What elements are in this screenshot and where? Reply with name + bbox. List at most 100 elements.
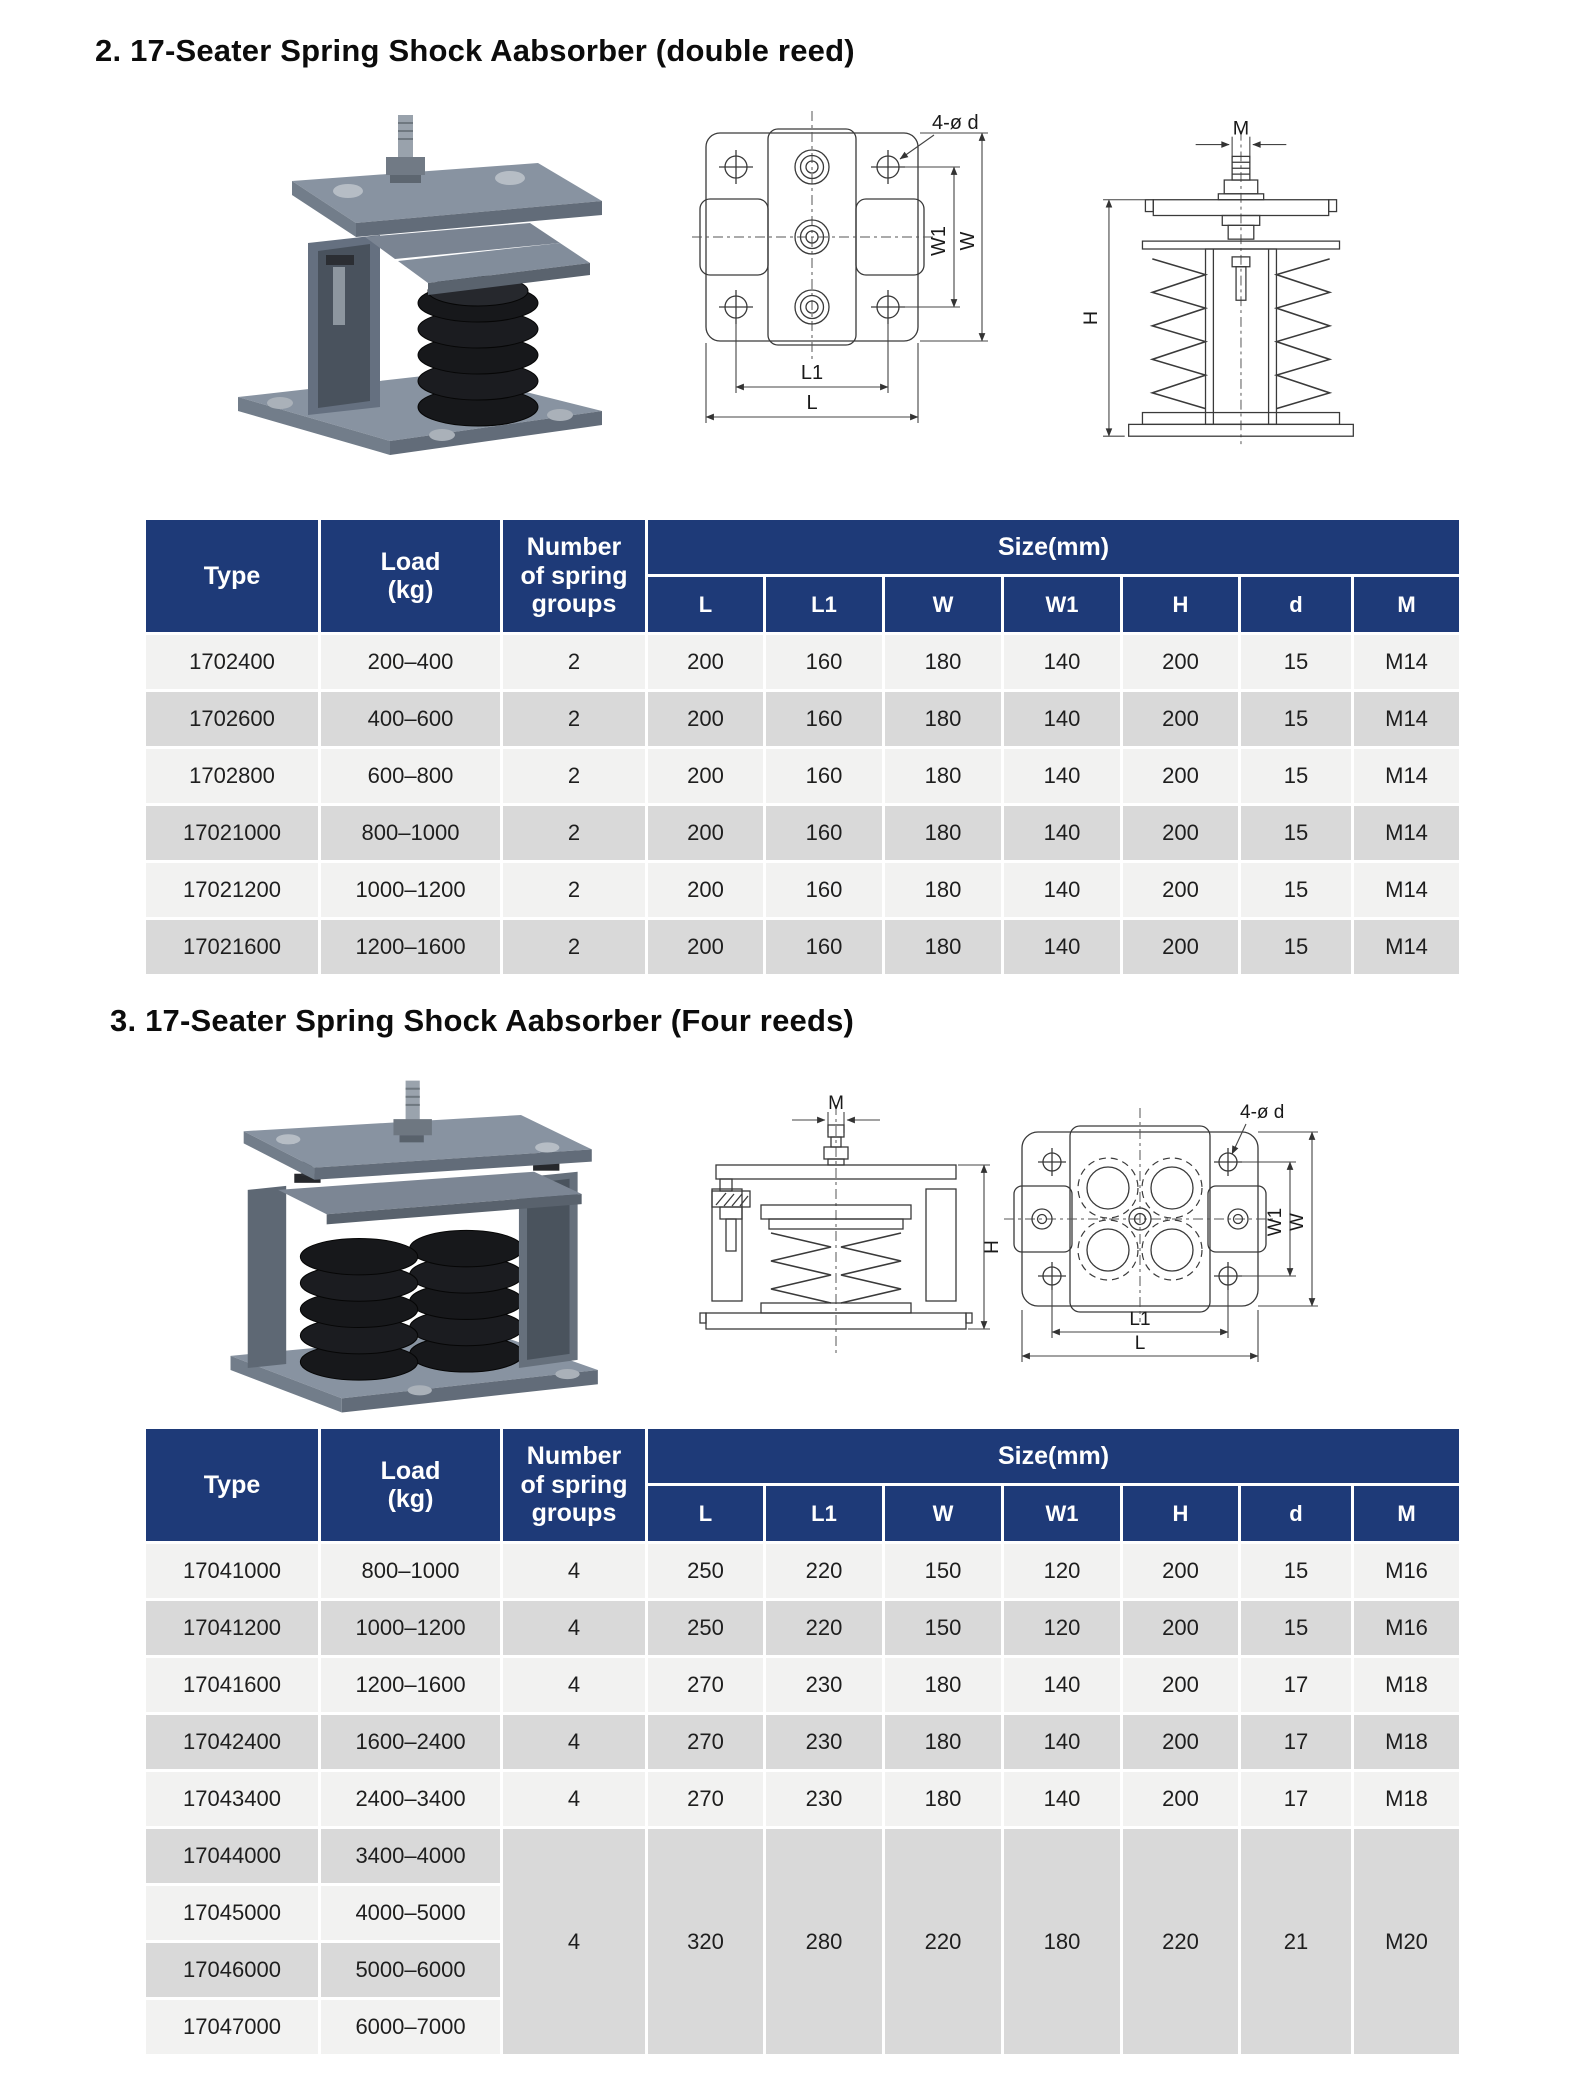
spec-cell: 3400–4000 — [318, 1826, 503, 1886]
spec-cell: 200 — [645, 803, 766, 863]
spec-cell: M18 — [1350, 1769, 1463, 1829]
col-M: M — [1350, 574, 1463, 635]
dim-h: H — [982, 1240, 1003, 1254]
dim-h: H — [1080, 311, 1102, 325]
spec-cell: 180 — [882, 1712, 1004, 1772]
spec-cell: 140 — [1001, 917, 1123, 977]
spec-cell: M16 — [1350, 1541, 1463, 1601]
col-W1: W1 — [1001, 1483, 1123, 1544]
spec-cell: M18 — [1350, 1655, 1463, 1715]
col-W1: W1 — [1001, 574, 1123, 635]
section2-title: 2. 17-Seater Spring Shock Aabsorber (dou… — [95, 33, 855, 68]
spec-cell: 200 — [1120, 1598, 1241, 1658]
spec-cell: 140 — [1001, 632, 1123, 692]
spec-cell: 2 — [500, 689, 648, 749]
spec-cell: 160 — [763, 746, 885, 806]
col-L1: L1 — [763, 574, 885, 635]
spec-cell: 2 — [500, 803, 648, 863]
spec-cell: 160 — [763, 803, 885, 863]
spec-cell: 230 — [763, 1655, 885, 1715]
topview-drawing-double-reed: 4-ø d W1 W L1 L — [692, 111, 988, 423]
spec-cell: 140 — [1001, 746, 1123, 806]
spec-cell-merged: M20 — [1350, 1826, 1463, 2057]
spec-cell: 180 — [882, 746, 1004, 806]
spec-cell: 4 — [500, 1541, 648, 1601]
dim-w1: W1 — [928, 226, 950, 256]
col-W: W — [882, 1483, 1004, 1544]
spec-cell: 400–600 — [318, 689, 503, 749]
spec-cell-merged: 320 — [645, 1826, 766, 2057]
spec-cell: 180 — [882, 917, 1004, 977]
spec-cell: 140 — [1001, 860, 1123, 920]
col-groups: Number of spring groups — [500, 1426, 648, 1544]
spec-cell: 17041000 — [143, 1541, 321, 1601]
spec-cell: M14 — [1350, 803, 1463, 863]
spec-cell: 1702400 — [143, 632, 321, 692]
col-load: Load (kg) — [318, 517, 503, 635]
topview-drawing-four-reeds: 4-ø d W1 W L1 L — [1004, 1102, 1318, 1362]
spec-cell: 1000–1200 — [318, 1598, 503, 1658]
spec-cell: 5000–6000 — [318, 1940, 503, 2000]
spec-cell: M14 — [1350, 860, 1463, 920]
spec-cell: 200 — [1120, 632, 1241, 692]
col-type: Type — [143, 1426, 321, 1544]
spec-cell: 140 — [1001, 803, 1123, 863]
spec-cell: 15 — [1238, 689, 1354, 749]
spec-cell: 250 — [645, 1598, 766, 1658]
spec-cell: 140 — [1001, 1769, 1123, 1829]
spec-cell: 1200–1600 — [318, 1655, 503, 1715]
spec-cell: 200 — [1120, 803, 1241, 863]
spec-cell: 17042400 — [143, 1712, 321, 1772]
spec-cell: 220 — [763, 1598, 885, 1658]
dim-w: W — [1287, 1213, 1308, 1231]
spec-cell: 270 — [645, 1769, 766, 1829]
spec-cell: 160 — [763, 917, 885, 977]
col-L: L — [645, 574, 766, 635]
spec-cell: 800–1000 — [318, 803, 503, 863]
spec-cell: 17021000 — [143, 803, 321, 863]
spec-cell: 180 — [882, 1655, 1004, 1715]
spec-cell: 800–1000 — [318, 1541, 503, 1601]
spec-cell: 160 — [763, 860, 885, 920]
spec-cell: 270 — [645, 1655, 766, 1715]
col-d: d — [1238, 1483, 1354, 1544]
spec-cell: 4 — [500, 1655, 648, 1715]
spec-cell: 6000–7000 — [318, 1997, 503, 2057]
spec-cell: M14 — [1350, 632, 1463, 692]
spec-cell: M16 — [1350, 1598, 1463, 1658]
table-header: Type Load (kg) Number of spring groups S… — [143, 1426, 1463, 1544]
spec-cell: 15 — [1238, 803, 1354, 863]
dim-w: W — [957, 231, 979, 250]
col-H: H — [1120, 1483, 1241, 1544]
spec-cell: 230 — [763, 1712, 885, 1772]
spec-cell: 15 — [1238, 1541, 1354, 1601]
dim-w1: W1 — [1265, 1208, 1286, 1237]
col-W: W — [882, 574, 1004, 635]
spec-cell: 150 — [882, 1598, 1004, 1658]
spec-cell: 140 — [1001, 689, 1123, 749]
spec-cell: 200 — [645, 632, 766, 692]
spec-cell: 200 — [1120, 1655, 1241, 1715]
col-d: d — [1238, 574, 1354, 635]
spec-cell: 120 — [1001, 1541, 1123, 1601]
spec-cell: 17 — [1238, 1655, 1354, 1715]
spec-cell: 200 — [1120, 746, 1241, 806]
spec-cell: 17021200 — [143, 860, 321, 920]
spec-cell: 220 — [763, 1541, 885, 1601]
spec-cell: 15 — [1238, 746, 1354, 806]
spec-cell: 1200–1600 — [318, 917, 503, 977]
col-groups: Number of spring groups — [500, 517, 648, 635]
spec-cell: 230 — [763, 1769, 885, 1829]
spec-cell: 17043400 — [143, 1769, 321, 1829]
spec-cell: M14 — [1350, 917, 1463, 977]
spec-cell: 200 — [1120, 1769, 1241, 1829]
